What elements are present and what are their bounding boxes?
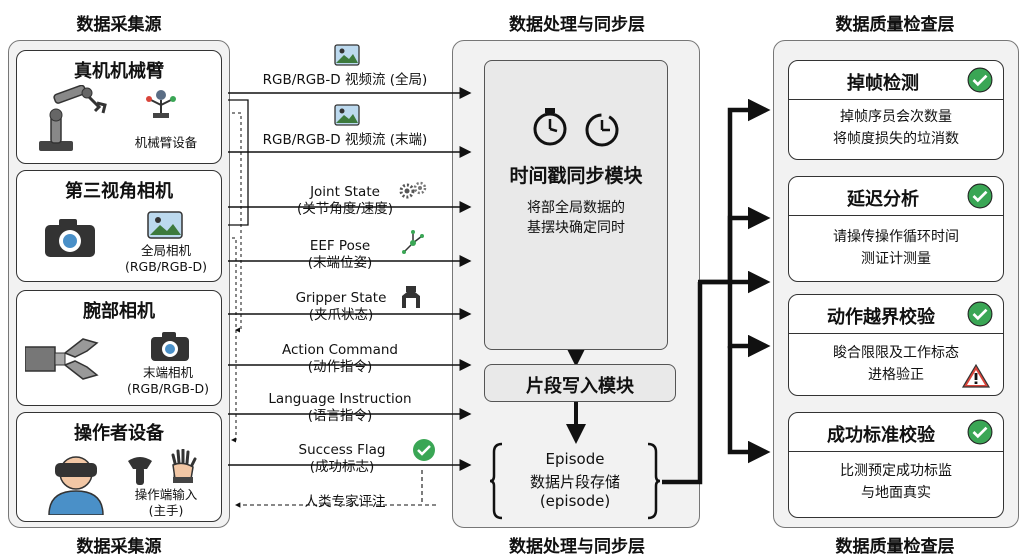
- stream-label-language-instruction: Language Instruction (语言指令): [248, 391, 432, 425]
- stream-gripper-line1: Gripper State: [295, 290, 387, 306]
- check-circle-icon: [967, 67, 993, 93]
- source-wrist-camera: 腕部相机 末端相机 (RGB/RGB-D): [16, 290, 222, 406]
- gripper-small-icon: [402, 286, 420, 308]
- stream-language-line1: Language Instruction: [268, 391, 412, 407]
- check-latency-divider: [789, 215, 1003, 216]
- gripper-icon: [25, 338, 99, 380]
- camera-icon: [45, 219, 95, 257]
- episode-line3: (episode): [539, 492, 611, 510]
- check-circle-icon: [967, 301, 993, 327]
- image-icon: [147, 211, 183, 239]
- check-action-bounds-divider: [789, 333, 1003, 334]
- arm-device-icon: [146, 90, 176, 118]
- source-operator-sub1: 操作端输入: [134, 487, 198, 502]
- sync-module-desc1: 将部全局数据的: [527, 200, 625, 216]
- check-success-criteria-divider: [789, 451, 1003, 452]
- check-latency-line1: 请操传操作循环时间: [833, 229, 959, 245]
- check-success-criteria-title: 成功标准校验: [827, 425, 935, 446]
- stream-label-global-video: RGB/RGB-D 视频流 (全局): [262, 72, 428, 88]
- stream-language-line2: (语言指令): [307, 408, 373, 424]
- source-third-view-camera: 第三视角相机 全局相机 (RGB/RGB-D): [16, 170, 222, 282]
- operator-vr-icon: [48, 456, 104, 515]
- check-circle-icon: [967, 419, 993, 445]
- write-module-title: 片段写入模块: [526, 376, 634, 397]
- episode-write-module: 片段写入模块: [484, 364, 676, 402]
- check-frame-drop-line1: 掉帧序员会次数量: [840, 109, 952, 125]
- source-robot-arm-sub: 机械臂设备: [134, 135, 198, 150]
- check-circle-icon: [967, 183, 993, 209]
- stream-success-line2: (成功标志): [309, 459, 375, 475]
- gears-icon: [399, 181, 427, 199]
- expert-annotation-label: 人类专家评注: [290, 494, 400, 511]
- episode-line1: Episode: [545, 450, 605, 468]
- stream-action-line1: Action Command: [282, 342, 398, 358]
- hand-icon: [171, 449, 197, 483]
- source-wrist-title: 腕部相机: [83, 301, 155, 322]
- stream-joint-state-line2: (关节角度/速度): [296, 201, 394, 217]
- bracket-right: [647, 442, 660, 520]
- clock-icon: [585, 113, 619, 147]
- controller-icon: [128, 457, 152, 485]
- check-frame-drop: 掉帧检测 掉帧序员会次数量 将帧度损失的垃消数: [788, 60, 1004, 160]
- source-wrist-sub1: 末端相机: [142, 365, 193, 380]
- stream-gripper-line2: (夹爪状态): [308, 307, 374, 323]
- right-column-footer: 数据质量检查层: [835, 537, 955, 557]
- source-operator-title: 操作者设备: [74, 423, 164, 444]
- check-frame-drop-line2: 将帧度损失的垃消数: [833, 131, 959, 147]
- check-action-bounds-line1: 睃合限限及工作标态: [833, 345, 959, 361]
- source-third-view-title: 第三视角相机: [65, 181, 173, 202]
- stream-eef-pose-line1: EEF Pose: [309, 238, 371, 254]
- check-action-bounds-title: 动作越界校验: [827, 307, 935, 328]
- left-column-footer: 数据采集源: [76, 537, 162, 557]
- sync-module-desc2: 基摆块确定同时: [527, 220, 625, 236]
- source-operator-device: 操作者设备 操作端输入 (主手): [16, 412, 222, 522]
- check-success-criteria: 成功标准校验 比测预定成功标监 与地面真实: [788, 412, 1004, 518]
- check-action-bounds: 动作越界校验 睃合限限及工作标态 进格验正: [788, 294, 1004, 396]
- stream-label-joint-state: Joint State (关节角度/速度): [270, 184, 420, 218]
- sync-module-title: 时间戳同步模块: [509, 165, 643, 187]
- check-latency: 延迟分析 请操传操作循环时间 测证计测量: [788, 176, 1004, 282]
- timestamp-sync-module: 时间戳同步模块 将部全局数据的 基摆块确定同时: [484, 60, 668, 350]
- stream-action-line2: (动作指令): [307, 359, 373, 375]
- check-frame-drop-divider: [789, 99, 1003, 100]
- stream-label-gripper-state: Gripper State (夹爪状态): [276, 290, 406, 324]
- pose-axes-icon: [402, 230, 424, 254]
- stream-label-wrist-video: RGB/RGB-D 视频流 (末端): [262, 132, 428, 148]
- stream-eef-pose-line2: (末端位姿): [307, 255, 373, 271]
- check-latency-line2: 测证计测量: [861, 251, 931, 267]
- stream-success-line1: Success Flag: [298, 442, 386, 458]
- robot-arm-icon: [39, 85, 107, 151]
- source-wrist-sub2: (RGB/RGB-D): [127, 381, 209, 396]
- warning-icon: [961, 363, 991, 388]
- check-circle-icon: [413, 439, 435, 461]
- check-success-criteria-line1: 比测预定成功标监: [840, 463, 952, 479]
- source-third-view-sub1: 全局相机: [140, 243, 191, 258]
- source-operator-sub2: (主手): [148, 503, 184, 518]
- episode-storage: Episode 数据片段存储 (episode): [490, 442, 660, 520]
- image-icon: [334, 44, 360, 66]
- bracket-left: [490, 442, 503, 520]
- image-icon: [334, 104, 360, 126]
- mid-column-footer: 数据处理与同步层: [509, 537, 645, 557]
- source-robot-arm: 真机机械臂 机械臂设备: [16, 50, 222, 164]
- source-third-view-sub2: (RGB/RGB-D): [125, 259, 207, 274]
- check-action-bounds-line2: 进格验正: [868, 367, 924, 383]
- check-latency-title: 延迟分析: [847, 189, 919, 210]
- stream-label-eef-pose: EEF Pose (末端位姿): [280, 238, 400, 272]
- source-robot-arm-title: 真机机械臂: [74, 61, 164, 82]
- check-frame-drop-title: 掉帧检测: [847, 73, 919, 94]
- stream-joint-state-line1: Joint State: [310, 184, 380, 200]
- stream-label-action-command: Action Command (动作指令): [260, 342, 420, 376]
- wrist-camera-icon: [151, 332, 189, 361]
- stopwatch-icon: [533, 108, 567, 146]
- episode-line2: 数据片段存储: [529, 473, 620, 491]
- stream-label-success-flag: Success Flag (成功标志): [282, 442, 402, 476]
- mid-column-title: 数据处理与同步层: [509, 15, 645, 35]
- right-column-title: 数据质量检查层: [835, 15, 955, 35]
- left-column-title: 数据采集源: [76, 15, 162, 35]
- check-success-criteria-line2: 与地面真实: [861, 485, 931, 501]
